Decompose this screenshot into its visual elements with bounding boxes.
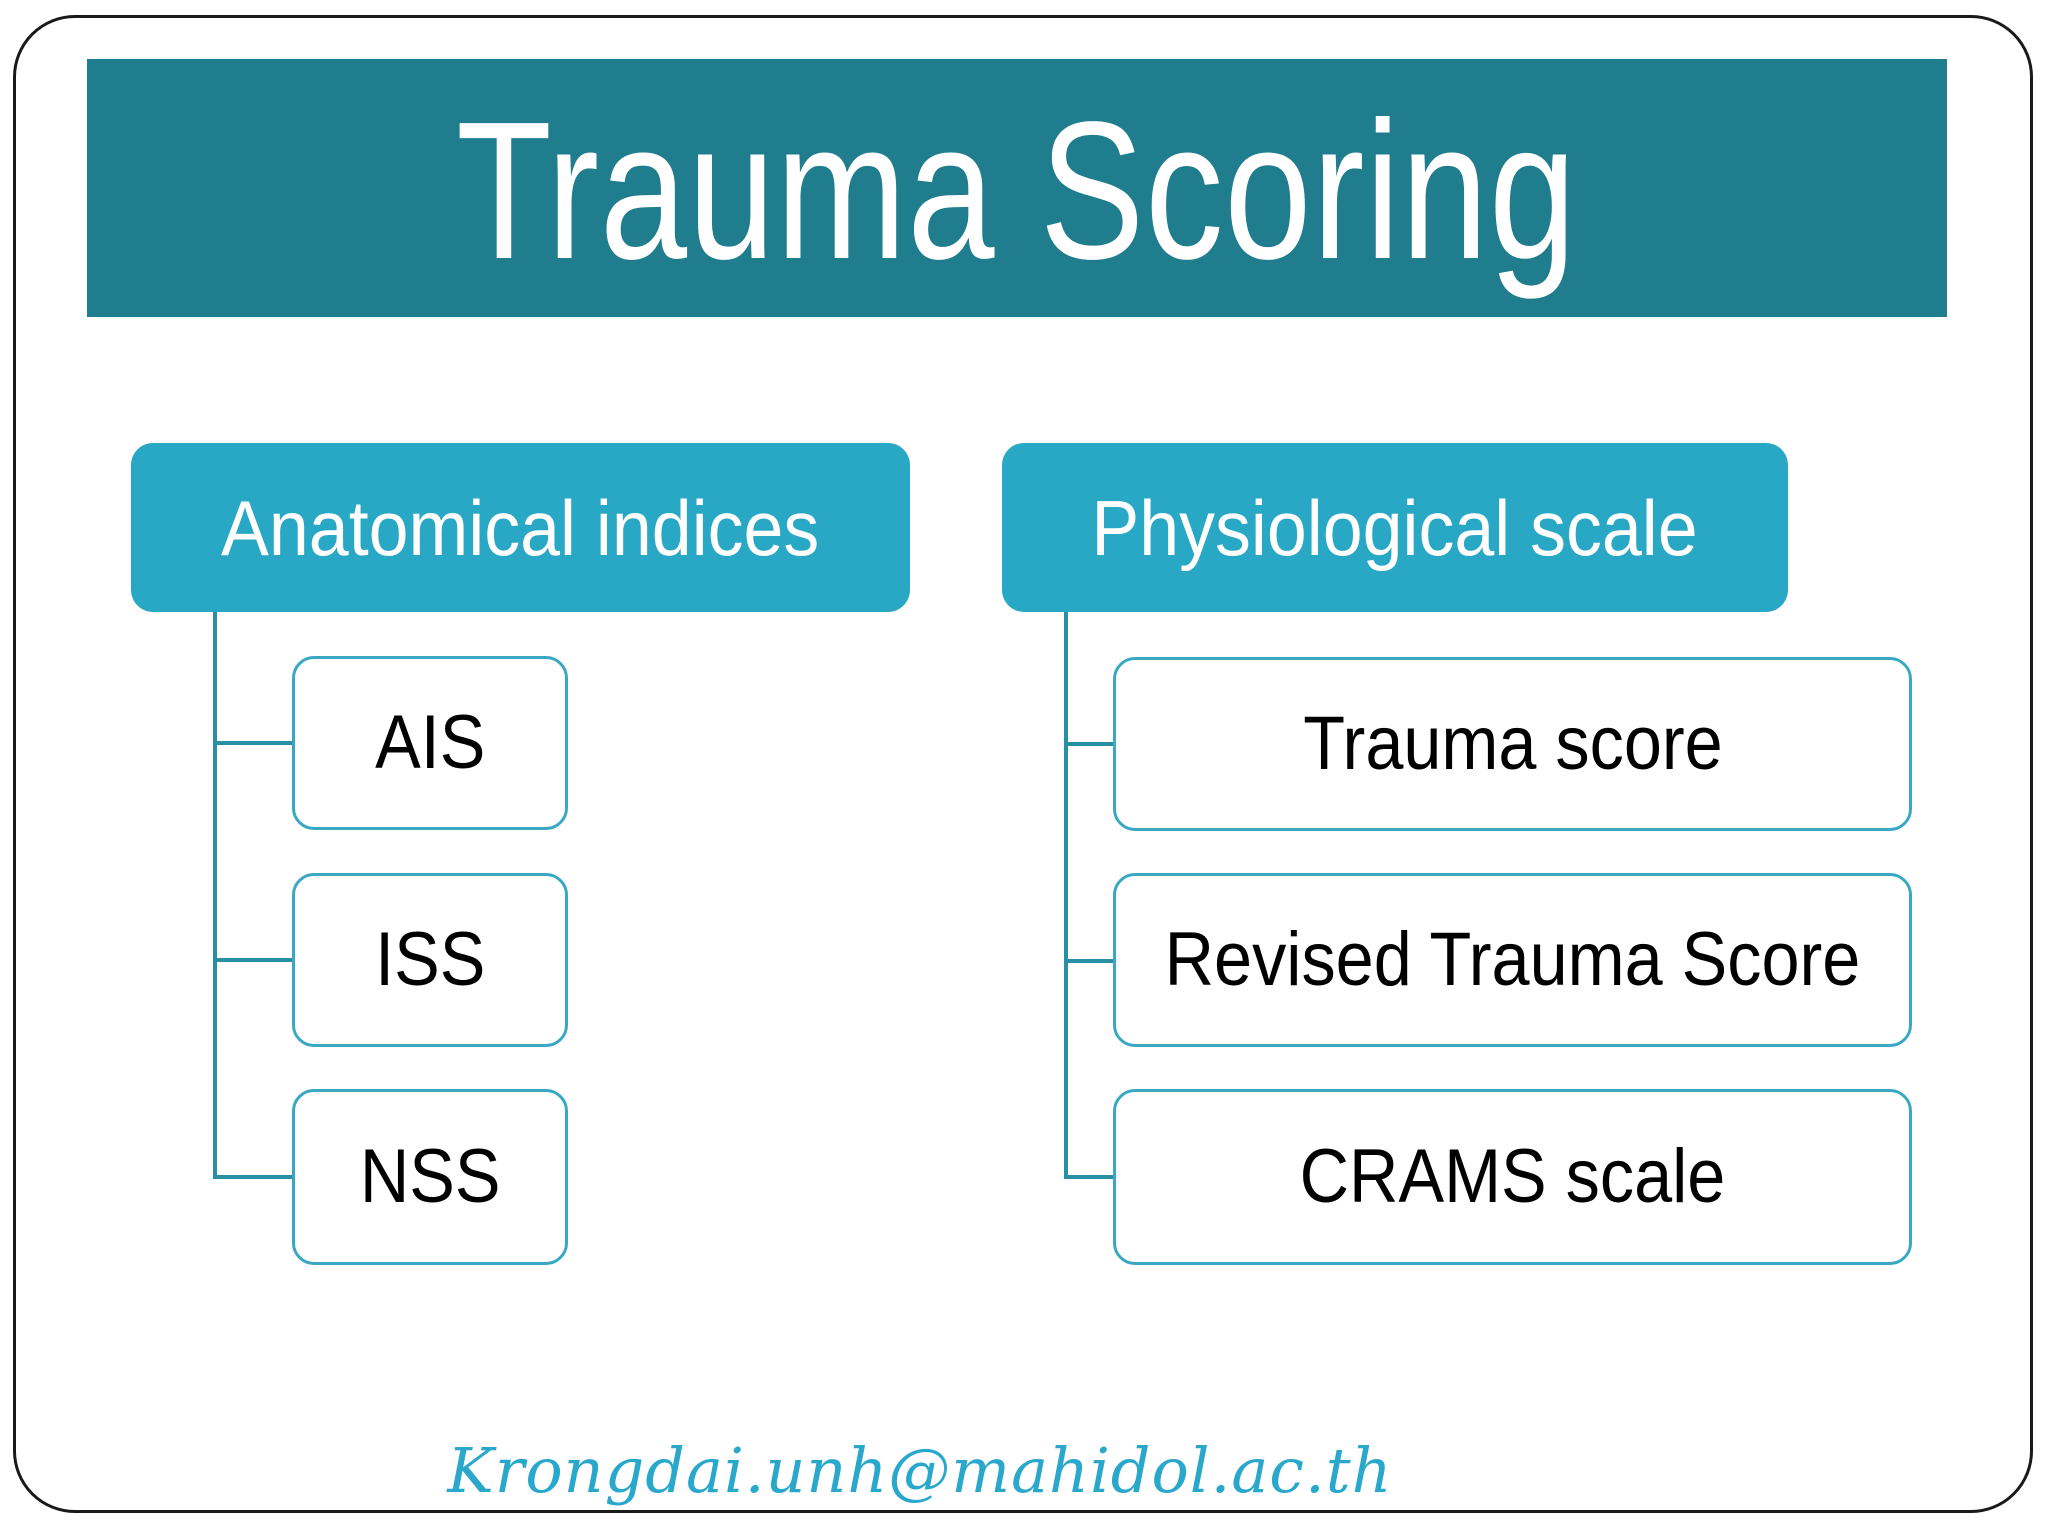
node-nss[interactable]: NSS [292,1089,568,1265]
page-title: Trauma Scoring [456,81,1578,300]
connector-trunk-physiological [1064,612,1068,1177]
connector-branch-revised-trauma-score [1064,959,1115,963]
node-crams-scale[interactable]: CRAMS scale [1113,1089,1912,1265]
node-label: Revised Trauma Score [1164,917,1861,1002]
node-label: Trauma score [1302,701,1723,786]
connector-branch-trauma-score [1064,742,1115,746]
column-header-physiological-scale[interactable]: Physiological scale [1002,443,1788,612]
node-iss[interactable]: ISS [292,873,568,1047]
slide-title-band: Trauma Scoring [87,59,1947,317]
connector-branch-iss [213,958,294,962]
connector-trunk-anatomical [213,612,217,1177]
node-revised-trauma-score[interactable]: Revised Trauma Score [1113,873,1912,1047]
footer-email-address: Krongdai.unh@mahidol.ac.th [447,1434,1393,1507]
slide-frame-border [13,15,2033,1513]
column-header-label: Anatomical indices [221,483,820,572]
connector-branch-ais [213,741,294,745]
column-header-anatomical-indices[interactable]: Anatomical indices [131,443,910,612]
column-header-label: Physiological scale [1091,483,1699,572]
node-label: NSS [359,1134,501,1219]
node-label: CRAMS scale [1299,1134,1726,1219]
node-ais[interactable]: AIS [292,656,568,830]
node-label: ISS [374,917,486,1002]
node-label: AIS [374,700,486,785]
connector-branch-nss [213,1175,294,1179]
connector-branch-crams-scale [1064,1175,1115,1179]
node-trauma-score[interactable]: Trauma score [1113,657,1912,831]
